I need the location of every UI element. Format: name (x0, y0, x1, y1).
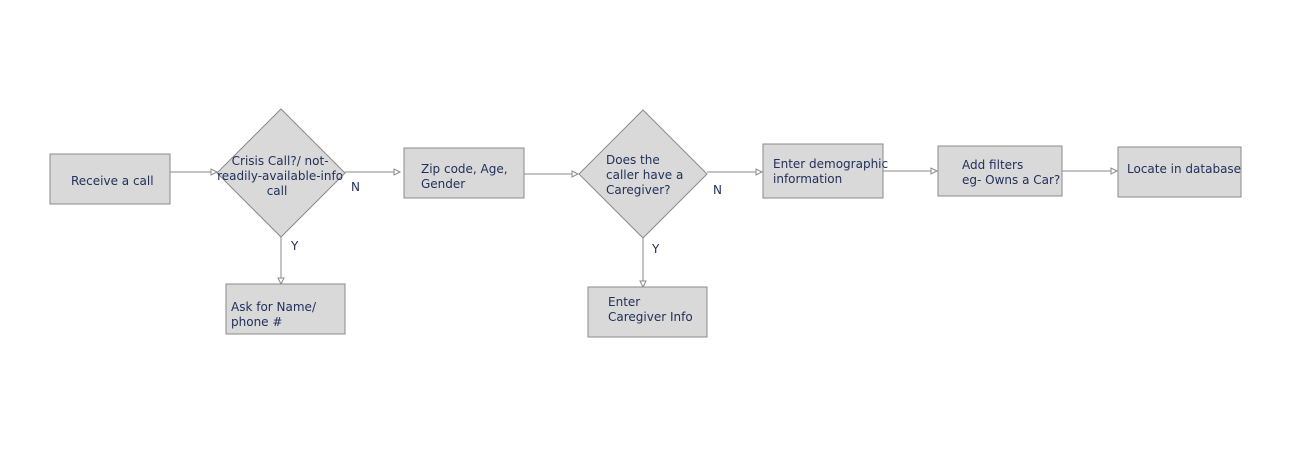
arrowhead-filters-to-locate (1110, 167, 1119, 175)
node-add-filters: Add filters eg- Owns a Car? (937, 145, 1063, 197)
crisis-decision-line-2: readily-available-info (217, 169, 343, 183)
arrowhead-receive-to-crisis (210, 168, 219, 176)
locate-database-box (1117, 146, 1242, 198)
node-locate-database: Locate in database (1117, 146, 1242, 198)
zip-age-gender-line-1: Zip code, Age, (421, 162, 508, 176)
receive-call-box (49, 153, 171, 205)
arrowhead-crisis-to-ask (277, 277, 285, 286)
crisis-decision-diamond (216, 108, 346, 238)
receive-call-text: Receive a call (71, 174, 154, 188)
caregiver-decision-line-1: Does the (606, 153, 660, 167)
demographic-info-text: Enter demographic information (773, 157, 892, 186)
node-crisis-decision: Crisis Call?/ not- readily-available-inf… (216, 108, 347, 238)
ask-name-phone-line-1: Ask for Name/ (231, 300, 317, 314)
node-demographic-info: Enter demographic information (762, 143, 892, 199)
node-enter-caregiver: Enter Caregiver Info (587, 286, 708, 338)
demographic-info-box (762, 143, 884, 199)
label-crisis-yes: Y (290, 239, 299, 253)
enter-caregiver-line-2: Caregiver Info (608, 310, 693, 324)
node-zip-age-gender: Zip code, Age, Gender (403, 147, 525, 199)
label-crisis-no: N (351, 180, 360, 194)
label-caregiver-no: N (713, 183, 722, 197)
zip-age-gender-text: Zip code, Age, Gender (421, 162, 511, 191)
arrowhead-zip-to-caregiver (571, 170, 580, 178)
zip-age-gender-box (403, 147, 525, 199)
caregiver-decision-diamond (578, 109, 708, 239)
edges (170, 167, 1119, 289)
enter-caregiver-line-1: Enter (608, 295, 640, 309)
add-filters-text: Add filters eg- Owns a Car? (962, 158, 1060, 187)
receive-call-line-1: Receive a call (71, 174, 154, 188)
node-ask-name-phone: Ask for Name/ phone # (225, 283, 346, 335)
caregiver-decision-line-2: caller have a (606, 168, 683, 182)
locate-database-line-1: Locate in database (1127, 162, 1241, 176)
add-filters-line-2: eg- Owns a Car? (962, 173, 1060, 187)
arrowhead-caregiver-to-enter (639, 280, 647, 289)
demographic-info-line-2: information (773, 172, 842, 186)
enter-caregiver-box (587, 286, 708, 338)
add-filters-box (937, 145, 1063, 197)
caregiver-decision-line-3: Caregiver? (606, 183, 671, 197)
label-caregiver-yes: Y (651, 242, 660, 256)
locate-database-text: Locate in database (1127, 162, 1241, 176)
edge-labels: N Y N Y (290, 180, 722, 256)
crisis-decision-text: Crisis Call?/ not- readily-available-inf… (217, 154, 347, 198)
arrowhead-caregiver-to-demographic (755, 168, 764, 176)
demographic-info-line-1: Enter demographic (773, 157, 888, 171)
zip-age-gender-line-2: Gender (421, 177, 465, 191)
ask-name-phone-line-2: phone # (231, 315, 282, 329)
node-caregiver-decision: Does the caller have a Caregiver? (578, 109, 708, 239)
crisis-decision-line-3: call (267, 184, 288, 198)
crisis-decision-line-1: Crisis Call?/ not- (232, 154, 329, 168)
enter-caregiver-text: Enter Caregiver Info (608, 295, 693, 324)
ask-name-phone-box (225, 283, 346, 335)
arrowhead-demographic-to-filters (930, 167, 939, 175)
caregiver-decision-text: Does the caller have a Caregiver? (606, 153, 687, 197)
add-filters-line-1: Add filters (962, 158, 1023, 172)
ask-name-phone-text: Ask for Name/ phone # (231, 300, 320, 329)
node-receive-call: Receive a call (49, 153, 171, 205)
arrowhead-crisis-to-zip (393, 168, 402, 176)
